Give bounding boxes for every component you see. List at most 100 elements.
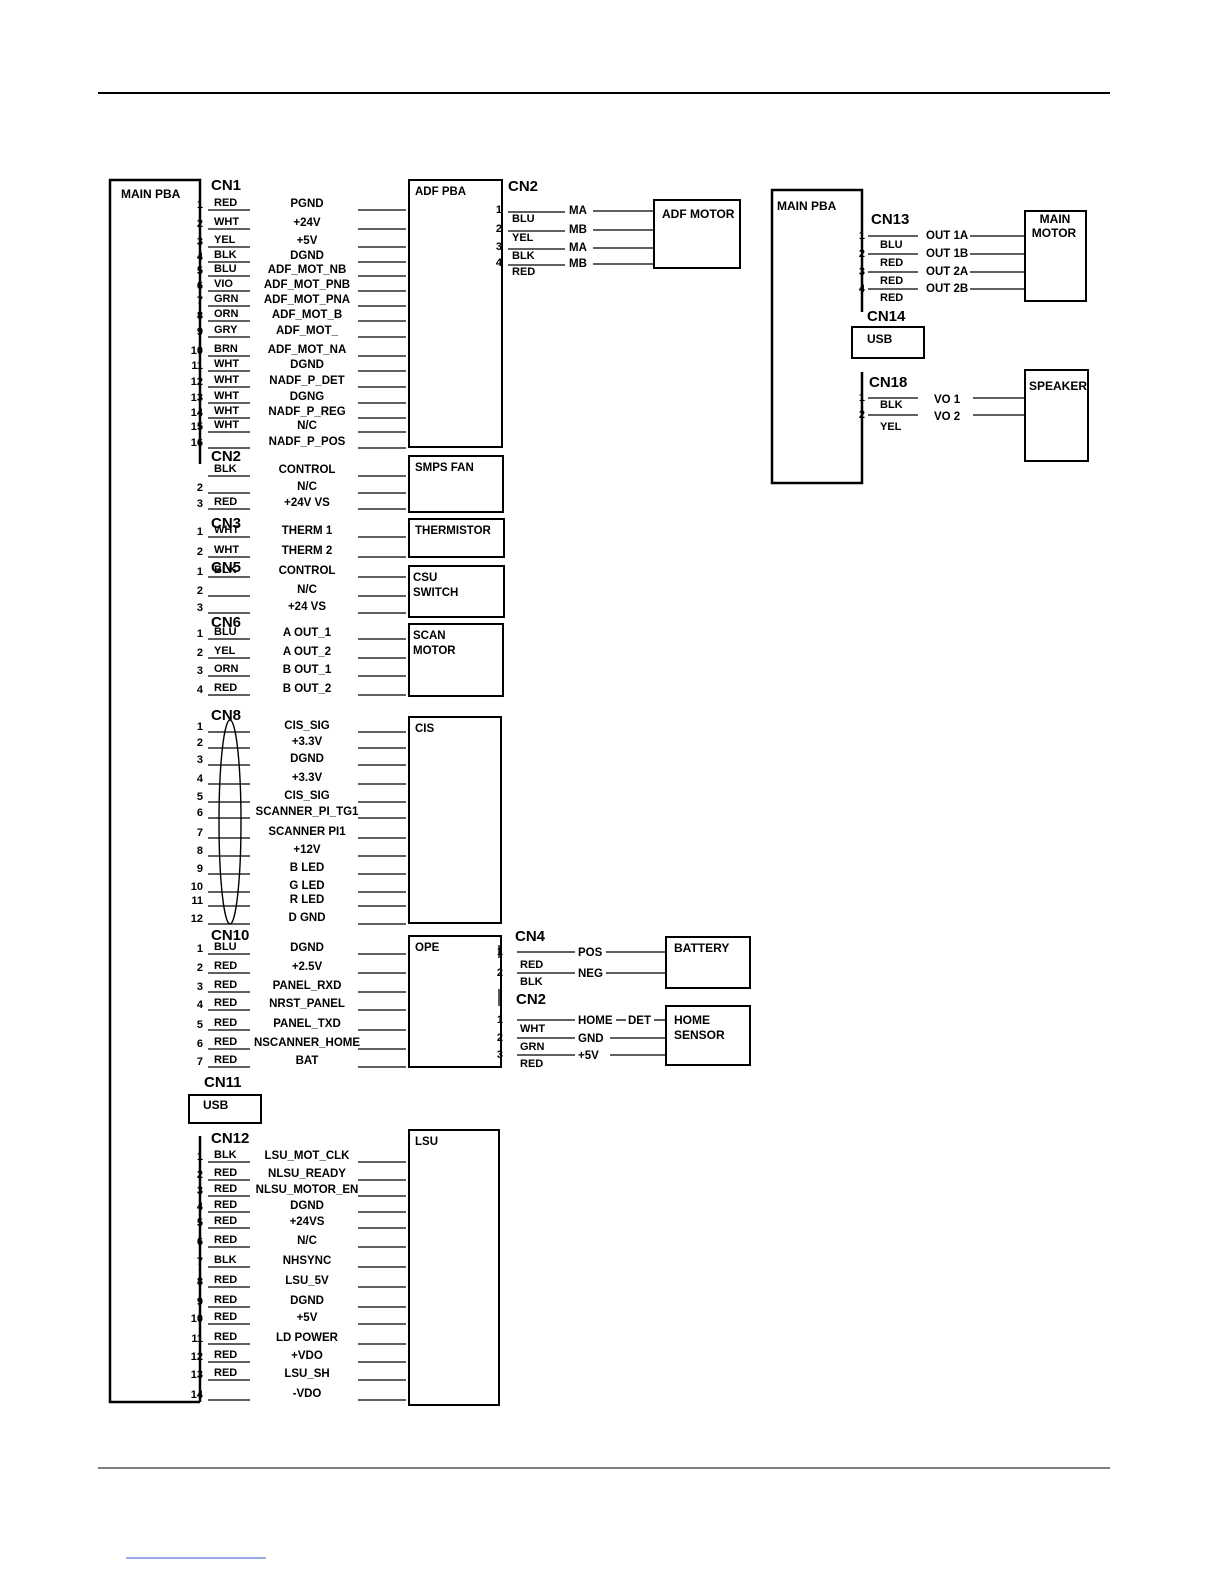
signal-label: NEG <box>578 968 603 980</box>
module-title-line1: HOME <box>674 1013 710 1027</box>
signal-label: NHSYNC <box>283 1255 332 1267</box>
pin-number: 5 <box>197 1217 203 1229</box>
wire-color-label: RED <box>880 292 903 304</box>
connector-cn8-label: CN8 <box>211 707 241 724</box>
wire-color-label: RED <box>214 1234 237 1246</box>
connector-cn2-label: CN2 <box>211 448 241 465</box>
pin-number: 8 <box>197 845 203 857</box>
pin-number: 3 <box>197 754 203 766</box>
pin-number: 1 <box>197 628 203 640</box>
signal-label: +3.3V <box>292 772 323 784</box>
wire-color-label: ORN <box>214 663 239 675</box>
signal-label: MA <box>569 205 587 217</box>
signal-label: CONTROL <box>279 464 336 476</box>
wire-color-label: RED <box>512 266 535 278</box>
pin-number: 1 <box>859 392 865 404</box>
pin-number: 1 <box>197 1151 203 1163</box>
signal-label: DGND <box>290 250 324 262</box>
wire-color-label: RED <box>880 275 903 287</box>
pin-number: 4 <box>197 999 204 1011</box>
wire-color-label: WHT <box>520 1023 545 1035</box>
wire-color-label: BLK <box>214 463 237 475</box>
wire-color-label: RED <box>214 496 237 508</box>
wire-color-label: YEL <box>214 234 236 246</box>
signal-label: DGND <box>290 942 324 954</box>
signal-label: OUT 2A <box>926 266 968 278</box>
pin-number: 16 <box>191 437 203 449</box>
signal-label: -VDO <box>293 1388 322 1400</box>
wire-color-label: WHT <box>214 358 239 370</box>
signal-label: MA <box>569 242 587 254</box>
pin-number: 3 <box>496 241 502 253</box>
signal-label: DGND <box>290 1200 324 1212</box>
pin-number: 11 <box>191 1333 203 1345</box>
pin-number: 10 <box>191 881 203 893</box>
module-title-line2: SENSOR <box>674 1028 725 1042</box>
wire-color-label: RED <box>214 682 237 694</box>
wire-color-label: RED <box>214 1199 237 1211</box>
module-title: OPE <box>415 942 440 954</box>
signal-label: CIS_SIG <box>284 720 329 732</box>
wire-color-label: BLK <box>214 1149 237 1161</box>
signal-label: +5V <box>578 1050 599 1062</box>
pin-number: 6 <box>197 1038 203 1050</box>
pin-number: 2 <box>496 223 502 235</box>
shield-ellipse <box>218 719 242 925</box>
pin-number: 3 <box>859 266 865 278</box>
signal-label: N/C <box>297 1235 317 1247</box>
pin-number: 12 <box>191 1351 203 1363</box>
signal-label: B OUT_1 <box>283 664 332 676</box>
signal-label: B OUT_2 <box>283 683 332 695</box>
connector-cn1-label: CN1 <box>211 177 241 194</box>
signal-label: ADF_MOT_B <box>272 309 342 321</box>
wire-color-label: BLK <box>520 976 543 988</box>
module-box-cis <box>408 716 502 924</box>
signal-label: ADF_MOT_ <box>276 325 339 337</box>
wire-color-label: RED <box>214 960 237 972</box>
pin-number: 10 <box>191 345 203 357</box>
main-pba-right-block <box>770 188 864 485</box>
wire-color-label: BLU <box>512 213 535 225</box>
signal-label: DGND <box>290 359 324 371</box>
signal-label: NADF_P_REG <box>268 406 345 418</box>
wire-color-label: RED <box>214 1054 237 1066</box>
wire-color-label: GRN <box>520 1041 545 1053</box>
signal-label: ADF_MOT_PNA <box>264 294 350 306</box>
signal-label: MB <box>569 258 587 270</box>
pin-number: 2 <box>197 546 203 558</box>
pin-number: 5 <box>197 1019 203 1031</box>
usb-label-right: USB <box>867 332 893 346</box>
signal-label-det: DET <box>628 1015 651 1027</box>
signal-label: +5V <box>297 1312 318 1324</box>
wire-color-label: YEL <box>880 421 902 433</box>
pin-number: 2 <box>859 409 865 421</box>
pin-number: 2 <box>197 218 203 230</box>
wire-color-label: RED <box>214 1215 237 1227</box>
wire-color-label: RED <box>214 997 237 1009</box>
pin-number: 9 <box>197 326 203 338</box>
pin-number: 7 <box>197 1256 203 1268</box>
signal-label: NRST_PANEL <box>269 998 345 1010</box>
wire-color-label: GRY <box>214 324 238 336</box>
signal-label: BAT <box>296 1055 319 1067</box>
signal-label: OUT 1B <box>926 248 968 260</box>
module-box-home-sensor <box>665 1005 751 1066</box>
pin-number: 5 <box>197 791 203 803</box>
signal-label: SCANNER PI1 <box>268 826 346 838</box>
pin-number: 3 <box>197 1185 203 1197</box>
wire-color-label: RED <box>214 1183 237 1195</box>
main-pba-title: MAIN PBA <box>121 187 181 201</box>
wire-color-label: BLK <box>214 564 237 576</box>
signal-label: CIS_SIG <box>284 790 329 802</box>
wire-color-label: WHT <box>214 544 239 556</box>
wire-color-label: RED <box>214 197 237 209</box>
pin-number: 4 <box>197 251 204 263</box>
pin-number: 6 <box>197 280 203 292</box>
pin-number: 4 <box>197 1201 204 1213</box>
pin-number: 7 <box>197 1056 203 1068</box>
usb-label-left: USB <box>203 1098 229 1112</box>
connector-cn14-label: CN14 <box>867 308 906 325</box>
pin-number: 2 <box>197 482 203 494</box>
signal-label: PANEL_RXD <box>273 980 342 992</box>
signal-label: B LED <box>290 862 325 874</box>
